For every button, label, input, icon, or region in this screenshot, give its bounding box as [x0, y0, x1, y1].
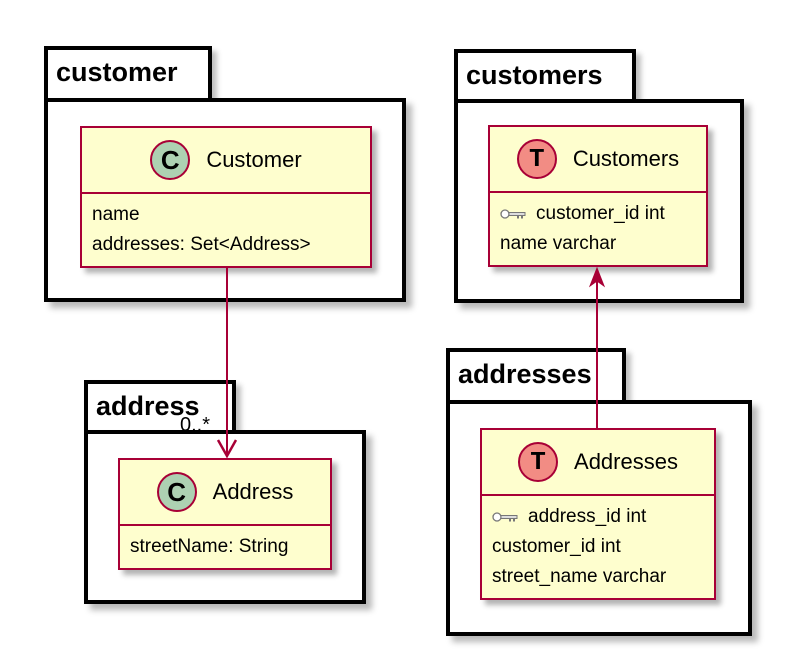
- attribute: name: [92, 204, 140, 225]
- link-customer-address[interactable]: [216, 268, 238, 459]
- class-C-icon: C: [150, 140, 191, 180]
- class-customer-name: Customer: [206, 147, 302, 172]
- package-customer-tab: customer: [44, 46, 212, 98]
- package-customer-name: customer: [56, 57, 178, 87]
- column-text: customer_id int: [536, 203, 665, 224]
- column-row: name varchar: [500, 229, 696, 259]
- package-address-name: address: [96, 391, 200, 421]
- class-customer-attributes: name addresses: Set<Address>: [82, 194, 370, 266]
- table-addresses-columns: address_id int customer_id int street_na…: [482, 496, 714, 598]
- class-address[interactable]: C Address streetName: String: [118, 458, 332, 570]
- table-customers[interactable]: T Customers customer_id int name varchar: [488, 125, 708, 267]
- class-customer[interactable]: C Customer name addresses: Set<Address>: [80, 126, 372, 268]
- column-text: customer_id int: [492, 536, 621, 557]
- class-address-attributes: streetName: String: [120, 526, 330, 568]
- column-row: customer_id int: [492, 532, 704, 562]
- column-row: customer_id int: [500, 199, 696, 229]
- class-customer-header: C Customer: [82, 128, 370, 194]
- link-addresses-customers[interactable]: [588, 266, 606, 428]
- primary-key-icon: [500, 209, 526, 219]
- primary-key-icon: [492, 512, 518, 522]
- table-T-icon: T: [516, 139, 557, 179]
- attribute: addresses: Set<Address>: [92, 234, 311, 255]
- package-customers-name: customers: [466, 60, 603, 90]
- package-address-tab: address: [84, 380, 236, 432]
- table-customers-header: T Customers: [490, 127, 706, 193]
- table-addresses-header: T Addresses: [482, 430, 714, 496]
- column-text: name varchar: [500, 233, 617, 254]
- multiplicity-label: 0..*: [180, 414, 211, 436]
- class-address-header: C Address: [120, 460, 330, 526]
- table-T-icon: T: [518, 442, 559, 482]
- table-customers-name: Customers: [572, 146, 680, 171]
- column-text: address_id int: [528, 506, 647, 527]
- package-customers-tab: customers: [454, 49, 636, 101]
- column-row: address_id int: [492, 502, 704, 532]
- attribute: streetName: String: [130, 536, 289, 557]
- column-row: street_name varchar: [492, 562, 704, 592]
- column-text: street_name varchar: [492, 566, 667, 587]
- class-address-name: Address: [212, 479, 294, 504]
- table-customers-columns: customer_id int name varchar: [490, 193, 706, 265]
- table-addresses-name: Addresses: [574, 449, 678, 474]
- package-addresses-name: addresses: [458, 359, 592, 389]
- class-C-icon: C: [156, 472, 197, 512]
- table-addresses[interactable]: T Addresses address_id int customer_id i…: [480, 428, 716, 600]
